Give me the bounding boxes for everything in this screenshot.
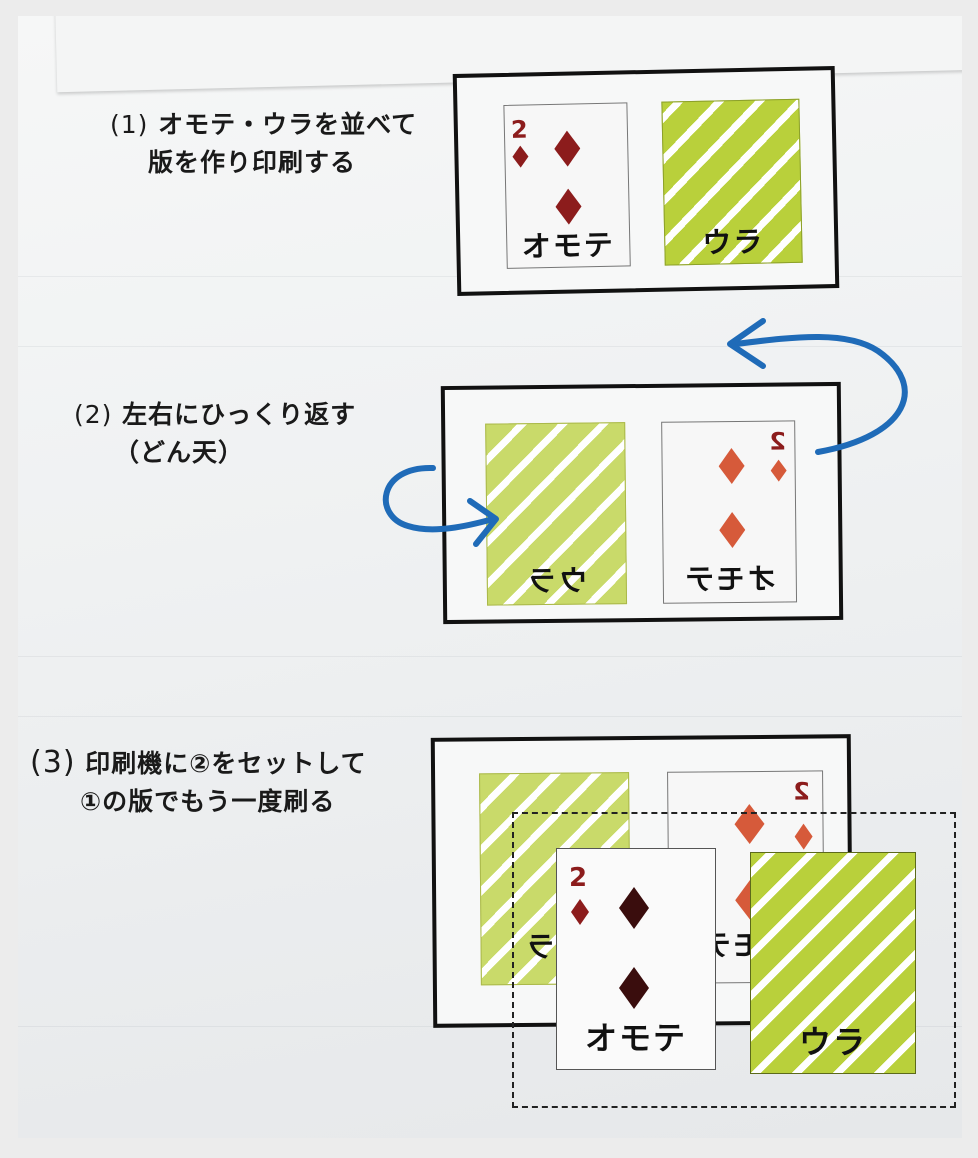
step-1-label: (1) オモテ・ウラを並べて 版を作り印刷する — [110, 106, 417, 182]
top-curved-arrow-icon — [727, 318, 908, 455]
small-diamond-icon — [571, 899, 589, 925]
diamond-icon — [718, 448, 745, 485]
step-3-label: (3) 印刷機に②をセットして ①の版でもう一度刷る — [30, 744, 367, 821]
small-diamond-icon — [794, 823, 813, 850]
bottom-curved-arrow-icon — [382, 464, 499, 547]
step-2-line2: （どん天） — [114, 438, 245, 467]
notebook-rule — [18, 716, 962, 717]
diamond-icon — [554, 130, 581, 167]
step-2-number: (2) — [74, 400, 113, 429]
step-3-number: (3) — [30, 745, 76, 780]
diamond-icon — [555, 188, 582, 225]
plate-dashed-outline — [512, 812, 956, 1108]
diamond-icon — [734, 804, 765, 845]
small-diamond-icon — [770, 459, 787, 482]
step-2-label: (2) 左右にひっくり返す （どん天） — [74, 396, 356, 472]
underlay-card-rank: 2 — [793, 777, 811, 806]
notebook-rule — [18, 656, 962, 657]
step-3-back-card-overlay: ウラ — [750, 852, 916, 1074]
step-1-line2: 版を作り印刷する — [148, 148, 357, 177]
diagram-photo: (1) オモテ・ウラを並べて 版を作り印刷する 2 オモテ ウラ (2) 左右に… — [18, 16, 962, 1138]
step-2-line1: 左右にひっくり返す — [122, 400, 357, 429]
overlay-back-card-label: ウラ — [798, 1023, 867, 1061]
diamond-icon — [619, 967, 649, 1009]
small-diamond-icon — [512, 145, 529, 168]
overlay-front-card-label: オモテ — [584, 1019, 687, 1057]
step-1-front-card: 2 オモテ — [503, 102, 631, 269]
step-3-line2: ①の版でもう一度刷る — [80, 787, 336, 816]
notebook-rule — [18, 346, 962, 347]
step-2-front-card-flipped: 2 オモテ — [661, 420, 798, 604]
overlay-card-rank: 2 — [569, 863, 588, 893]
diamond-icon — [619, 887, 649, 929]
flip-arrows — [382, 318, 908, 547]
step-1-board: 2 オモテ ウラ — [452, 66, 840, 296]
step-3-line1: 印刷機に②をセットして — [85, 749, 367, 778]
step-1-number: (1) — [110, 110, 149, 139]
step-3-front-card-overlay: 2 オモテ — [556, 848, 716, 1070]
diamond-icon — [719, 512, 746, 549]
step-2-board: ウラ 2 オモテ — [440, 381, 844, 625]
step-1-line1: オモテ・ウラを並べて — [158, 110, 418, 139]
